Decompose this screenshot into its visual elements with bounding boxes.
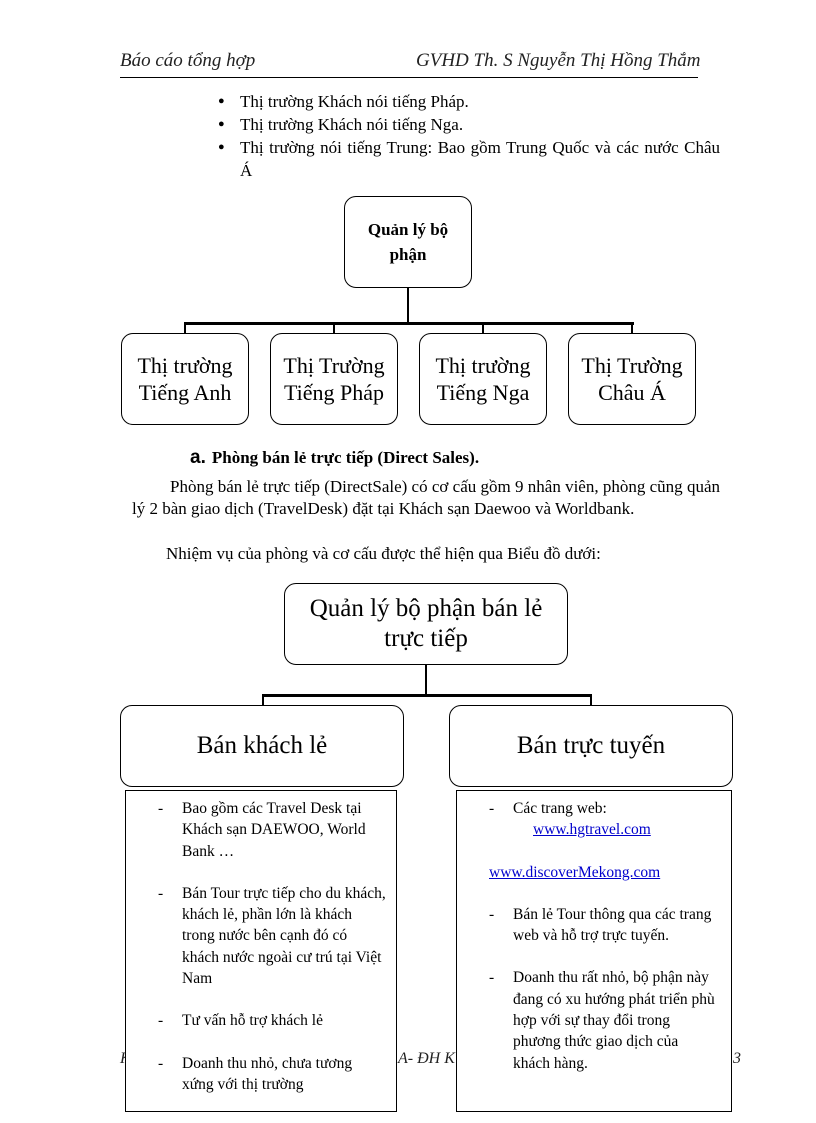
section-paragraph: Phòng bán lẻ trực tiếp (DirectSale) có c… [132, 477, 720, 518]
org1-manager-label: Quản lý bộ phận [367, 220, 449, 264]
website-link[interactable]: www.hgtravel.com [533, 821, 651, 839]
detail-item: Bán Tour trực tiếp cho du khách, khách l… [126, 883, 386, 989]
org1-child-box: Thị Trường Châu Á [568, 333, 696, 425]
footer-fragment: A- ĐH K [398, 1050, 455, 1067]
org1-connector [407, 288, 409, 323]
section-marker: a. [190, 447, 206, 468]
org1-child-box: Thị Trường Tiếng Pháp [270, 333, 398, 425]
org1-connector [631, 322, 633, 333]
bullet-item: Thị trường Khách nói tiếng Nga. [216, 113, 720, 136]
org1-connector [184, 322, 186, 333]
detail-item: Doanh thu rất nhỏ, bộ phận này đang có x… [457, 967, 719, 1073]
org1-child-label: Thị Trường Tiếng Pháp [283, 353, 385, 405]
org1-child-label: Thị trường Tiếng Nga [435, 353, 531, 405]
header-right-advisor: GVHD Th. S Nguyễn Thị Hồng Thắm [416, 50, 701, 71]
org1-child-box: Thị trường Tiếng Nga [419, 333, 547, 425]
bullet-item: Thị trường nói tiếng Trung: Bao gồm Trun… [216, 136, 720, 182]
org2-child-box: Bán khách lẻ [120, 705, 404, 787]
detail-item: Các trang web: [457, 798, 719, 820]
detail-item: Doanh thu nhỏ, chưa tương xứng với thị t… [126, 1053, 386, 1096]
org2-child-label: Bán trực tuyến [516, 732, 666, 759]
section-paragraph: Nhiệm vụ của phòng và cơ cấu được thể hi… [166, 544, 601, 563]
org1-connector [333, 322, 335, 333]
left-detail-box: Bao gồm các Travel Desk tại Khách sạn DA… [125, 790, 397, 1112]
bullet-item: Thị trường Khách nói tiếng Pháp. [216, 90, 720, 113]
org2-connector [262, 694, 264, 705]
org1-child-label: Thị trường Tiếng Anh [137, 353, 233, 405]
org1-child-label: Thị Trường Châu Á [581, 353, 683, 405]
header-divider [120, 77, 698, 78]
org2-connector [590, 694, 592, 705]
right-detail-box: Các trang web: www.hgtravel.com www.disc… [456, 790, 732, 1112]
org1-connector [482, 322, 484, 333]
org2-connector [262, 694, 592, 697]
org1-connector [184, 322, 634, 325]
detail-item: Bao gồm các Travel Desk tại Khách sạn DA… [126, 798, 386, 862]
section-title: Phòng bán lẻ trực tiếp (Direct Sales). [211, 448, 480, 467]
website-link[interactable]: www.discoverMekong.com [489, 863, 661, 881]
detail-item: Tư vấn hỗ trợ khách lẻ [126, 1010, 386, 1032]
header-left-title: Báo cáo tổng hợp [120, 50, 256, 71]
footer-fragment: 3 [733, 1050, 741, 1067]
org1-manager-box: Quản lý bộ phận [344, 196, 472, 288]
org2-manager-label: Quản lý bộ phận bán lẻ trực tiếp [309, 595, 543, 652]
org1-child-box: Thị trường Tiếng Anh [121, 333, 249, 425]
section-heading: a. Phòng bán lẻ trực tiếp (Direct Sales). [190, 447, 479, 469]
org2-manager-box: Quản lý bộ phận bán lẻ trực tiếp [284, 583, 568, 665]
org2-child-box: Bán trực tuyến [449, 705, 733, 787]
org2-connector [425, 665, 427, 695]
org2-child-label: Bán khách lẻ [196, 732, 328, 759]
detail-item: Bán lẻ Tour thông qua các trang web và h… [457, 904, 719, 947]
market-bullet-list: Thị trường Khách nói tiếng Pháp. Thị trư… [216, 90, 720, 182]
